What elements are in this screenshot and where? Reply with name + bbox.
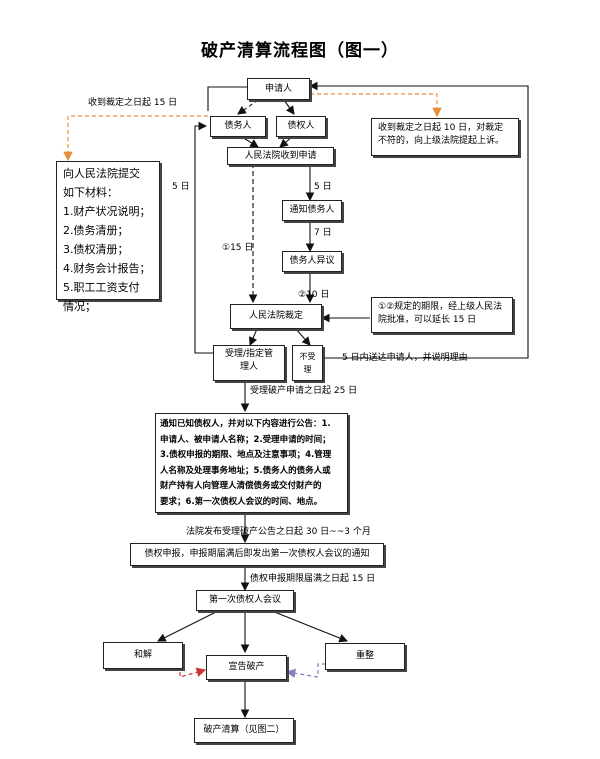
materials-line: 情况； [63, 300, 96, 313]
applicant-node: 申请人 [247, 78, 310, 100]
materials-line: 1.财产状况说明； [63, 205, 151, 218]
extension-node: ①②规定的期限，经上级人民法 院批准，可以延长 15 日 [371, 297, 513, 333]
materials-line: 2.债务清册； [63, 224, 129, 237]
reorganization-label: 重整 [355, 651, 374, 661]
materials-line: 向人民法院提交 [63, 167, 140, 180]
announcement-line: 要求；6.第一次债权人会议的时间、地点。 [160, 496, 323, 507]
reorganization-node: 重整 [325, 643, 405, 670]
label-five-days: 5 日 [314, 182, 332, 192]
first-meeting-node: 第一次债权人会议 [196, 590, 294, 611]
settlement-node: 和解 [103, 642, 183, 669]
materials-line: 3.债权清册； [63, 243, 129, 256]
claims-label: 债权申报，申报期届满后即发出第一次债权人会议的通知 [144, 549, 370, 559]
label-reject-note: 5 日内送达申请人，并说明理由 [342, 353, 468, 363]
announcement-line: 3.债权申报的期限、地点及注意事项；4.管理 [160, 450, 332, 460]
label-ruling-15-days: 收到裁定之日起 15 日 [88, 98, 178, 108]
materials-line: 4.财务会计报告； [63, 262, 151, 275]
settlement-label: 和解 [133, 650, 152, 660]
bankruptcy-label: 宣告破产 [228, 662, 265, 672]
claims-node: 债权申报，申报期届满后即发出第一次债权人会议的通知 [130, 543, 384, 566]
appeal-node: 收到裁定之日起 10 日，对裁定 不符的，向上级法院提起上诉。 [371, 118, 519, 156]
court-ruling-label: 人民法院裁定 [248, 311, 303, 321]
label-court-publish: 法院发布受理破产公告之日起 30 日~~3 个月 [186, 527, 371, 537]
materials-line: 5.职工工资支付 [63, 281, 140, 294]
label-ten-days: ②10 日 [298, 290, 330, 300]
announcement-line: 人名称及处理事务地址；5.债务人的债务人或 [160, 465, 331, 476]
creditor-node: 债权人 [276, 116, 326, 137]
first-meeting-label: 第一次债权人会议 [208, 595, 281, 605]
liquidation-label: 破产清算（见图二） [203, 725, 285, 735]
court-received-label: 人民法院收到申请 [244, 150, 317, 161]
reject-node: 不受理 [292, 345, 323, 381]
page-title: 破产清算流程图（图一） [201, 41, 399, 61]
announcement-line: 申请人、被申请人名称；2.受理申请的时间； [160, 434, 331, 445]
court-ruling-node: 人民法院裁定 [230, 304, 322, 329]
extension-line: ①②规定的期限，经上级人民法 [378, 302, 503, 312]
announcement-node: 通知已知债权人，并对以下内容进行公告：1. 申请人、被申请人名称；2.受理申请的… [155, 413, 348, 513]
accept-line: 受理/指定管 [224, 349, 274, 359]
debtor-node: 债务人 [210, 116, 266, 137]
debtor-objection-node: 债务人异议 [282, 251, 342, 272]
materials-line: 如下材料： [63, 186, 118, 199]
debtor-objection-label: 债务人异议 [289, 256, 335, 266]
notify-debtor-node: 通知债务人 [282, 200, 342, 221]
applicant-label: 申请人 [264, 83, 292, 94]
court-received-node: 人民法院收到申请 [227, 147, 334, 165]
debtor-label: 债务人 [224, 121, 252, 131]
label-seven-days: 7 日 [314, 228, 332, 238]
label-accept-25-days: 受理破产申请之日起 25 日 [250, 386, 358, 396]
label-fifteen-days: ①15 日 [222, 243, 254, 253]
extension-line: 院批准，可以延长 15 日 [378, 315, 477, 325]
accept-node: 受理/指定管 理人 [213, 345, 285, 381]
appeal-line: 不符的，向上级法院提起上诉。 [378, 136, 505, 146]
label-claims-15-days: 债权申报期限届满之日起 15 日 [250, 574, 376, 584]
bankruptcy-node: 宣告破产 [206, 655, 287, 680]
liquidation-node: 破产清算（见图二） [194, 718, 294, 743]
announcement-line: 财产持有人向管理人清偿债务或交付财产的 [160, 481, 322, 491]
appeal-line: 收到裁定之日起 10 日，对裁定 [378, 123, 504, 133]
announcement-line: 通知已知债权人，并对以下内容进行公告：1. [160, 419, 331, 429]
reject-label: 不受理 [299, 352, 316, 374]
creditor-label: 债权人 [287, 121, 315, 131]
label-five-days-left: 5 日 [172, 182, 190, 192]
materials-node: 向人民法院提交 如下材料： 1.财产状况说明； 2.债务清册； 3.债权清册； … [56, 161, 160, 313]
notify-debtor-label: 通知债务人 [289, 205, 335, 215]
accept-line: 理人 [239, 362, 258, 372]
